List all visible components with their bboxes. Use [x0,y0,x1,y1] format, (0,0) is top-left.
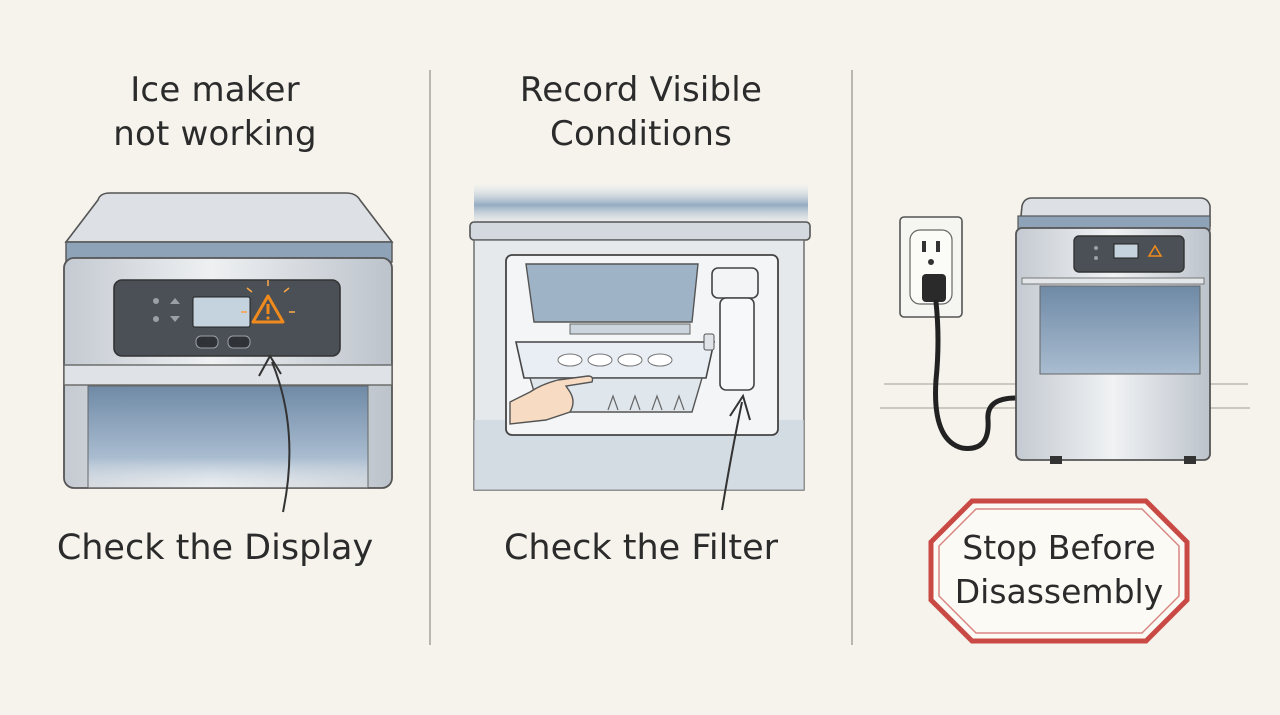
power-plug-icon [922,274,946,302]
panel-check-filter: Record Visible Conditions [430,0,852,715]
stop-sign-line-2: Disassembly [954,572,1164,611]
stop-sign-line-1: Stop Before [962,528,1156,567]
panel-2-title-line-1: Record Visible [519,70,763,110]
power-outlet-icon [899,216,963,318]
panel-stop-disassembly: Stop Before Disassembly [852,0,1280,715]
stop-sign-text: Stop Before Disassembly [928,526,1190,614]
warning-triangle-icon [241,280,295,324]
panel-1-title-line-2: not working [113,114,317,154]
freezer-filter-illustration [469,185,811,511]
panel-1-title: Ice maker not working [0,68,430,156]
unplugged-ice-maker-illustration [880,197,1250,464]
panel-1-caption: Check the Display [56,528,374,568]
panel-2-title: Record Visible Conditions [430,68,852,156]
stop-sign-octagon [928,498,1190,644]
panel-2-title-line-2: Conditions [550,114,732,154]
panel-check-display: Ice maker not working [0,0,430,715]
panel-2-caption: Check the Filter [503,528,779,568]
panel-divider-1 [429,70,431,645]
panel-1-title-line-1: Ice maker [130,70,300,110]
panel-divider-2 [851,70,853,645]
stop-sign: Stop Before Disassembly [928,498,1190,644]
ice-maker-display-illustration [63,192,394,513]
